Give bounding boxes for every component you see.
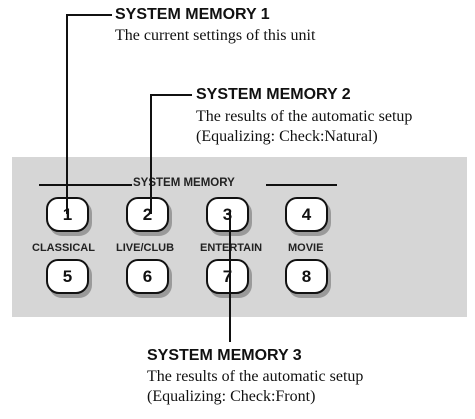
memory2-title: SYSTEM MEMORY 2 <box>196 86 351 103</box>
remote-panel: SYSTEM MEMORY 1 2 3 4 CLASSICAL LIVE/CLU… <box>12 157 467 317</box>
classical-5-button[interactable]: 5 <box>46 259 89 294</box>
memory-bracket-right <box>266 184 337 186</box>
memory2-description-line1: The results of the automatic setup <box>196 108 413 125</box>
memory1-description: The current settings of this unit <box>115 27 316 44</box>
memory3-description-line1: The results of the automatic setup <box>147 368 364 385</box>
system-memory-label: SYSTEM MEMORY <box>133 177 235 189</box>
memory-1-button[interactable]: 1 <box>46 197 89 232</box>
memory1-title: SYSTEM MEMORY 1 <box>115 6 270 23</box>
movie-8-button[interactable]: 8 <box>285 259 328 294</box>
movie-label: MOVIE <box>288 242 324 254</box>
memory3-description-line2: (Equalizing: Check:Front) <box>147 388 316 405</box>
memory3-title: SYSTEM MEMORY 3 <box>147 347 302 364</box>
live-club-6-button[interactable]: 6 <box>126 259 169 294</box>
memory-3-button[interactable]: 3 <box>206 197 249 232</box>
memory1-leader-horizontal <box>66 14 112 16</box>
entertain-label: ENTERTAIN <box>200 242 263 254</box>
memory-4-button[interactable]: 4 <box>285 197 328 232</box>
entertain-7-button[interactable]: 7 <box>206 259 249 294</box>
memory2-description-line2: (Equalizing: Check:Natural) <box>196 128 378 145</box>
memory-bracket-left <box>39 184 132 186</box>
memory-2-button[interactable]: 2 <box>126 197 169 232</box>
memory2-leader-vertical <box>150 94 152 214</box>
memory3-leader-vertical <box>229 210 231 342</box>
live-club-label: LIVE/CLUB <box>116 242 175 254</box>
memory2-leader-horizontal <box>150 94 192 96</box>
memory1-leader-vertical <box>66 14 68 214</box>
classical-label: CLASSICAL <box>32 242 95 254</box>
